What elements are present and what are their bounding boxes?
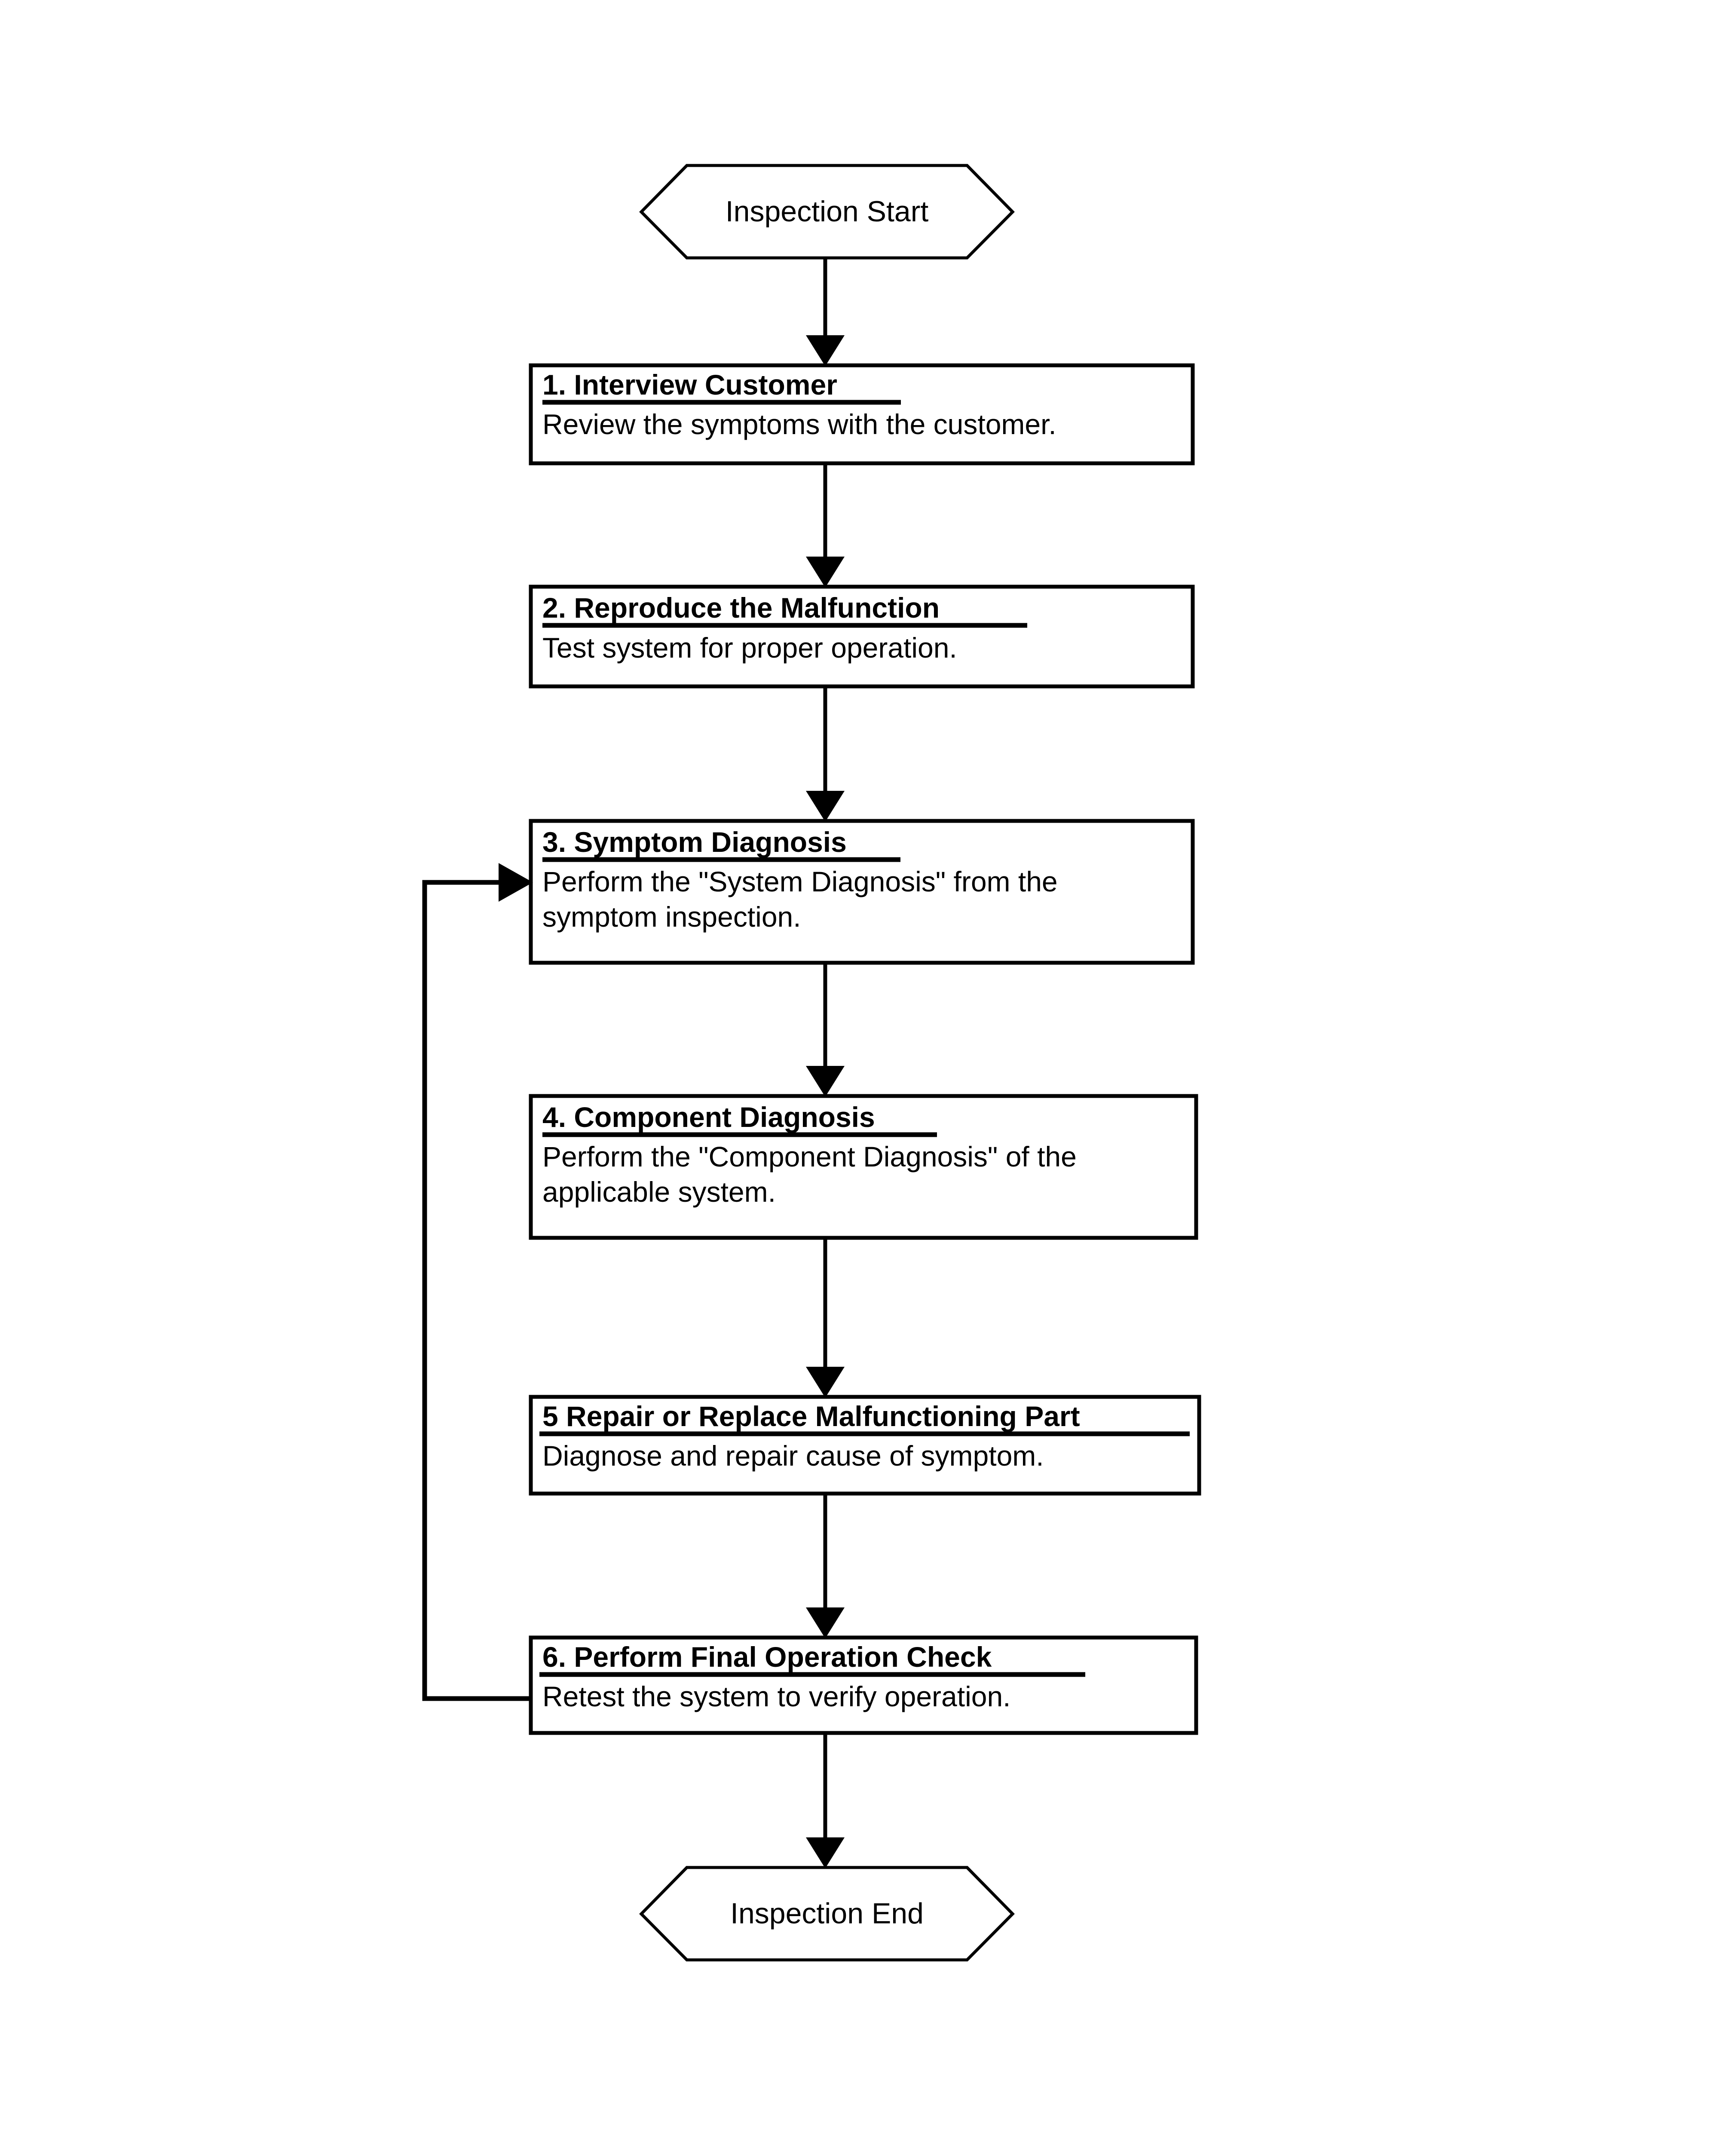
process-box-step-1: 1. Interview Customer Review the symptom…: [529, 363, 1195, 465]
connector-step-6-to-end: [806, 1733, 845, 1868]
process-box-body-line: Perform the "Component Diagnosis" of the: [542, 1141, 1077, 1172]
process-box-body-line: Retest the system to verify operation.: [542, 1681, 1010, 1712]
arrow-head-down-icon: [806, 1837, 845, 1868]
arrow-head-down-icon: [806, 1367, 845, 1398]
arrow-head-down-icon: [806, 557, 845, 588]
arrow-head-down-icon: [806, 1607, 845, 1638]
process-box-title: 1. Interview Customer: [542, 369, 837, 401]
process-box-shape: [529, 1635, 1198, 1735]
process-box-step-4: 4. Component Diagnosis Perform the "Comp…: [529, 1094, 1198, 1240]
process-box-shape: [529, 819, 1195, 965]
connector-step-1-to-step-2: [806, 463, 845, 588]
process-box-body-line: Review the symptoms with the customer.: [542, 408, 1056, 440]
process-box-body-line: Diagnose and repair cause of symptom.: [542, 1440, 1044, 1472]
connector-step-2-to-step-3: [806, 686, 845, 822]
connector-step-3-to-step-4: [806, 963, 845, 1097]
process-box-step-3: 3. Symptom Diagnosis Perform the "System…: [529, 819, 1195, 965]
arrow-head-down-icon: [806, 1066, 845, 1097]
feedback-loop-path: [422, 880, 531, 1701]
process-box-shape: [529, 1094, 1198, 1240]
start-terminator-label: Inspection Start: [726, 195, 929, 228]
connector-start-to-step-1: [806, 258, 845, 366]
connector-feedback-loop: [422, 863, 533, 1701]
connector-step-4-to-step-5: [806, 1238, 845, 1398]
start-terminator-shape: [639, 164, 1015, 260]
process-box-step-2: 2. Reproduce the Malfunction Test system…: [529, 585, 1195, 689]
process-box-title: 6. Perform Final Operation Check: [542, 1641, 992, 1673]
arrow-head-down-icon: [806, 335, 845, 366]
arrow-head-down-icon: [806, 791, 845, 822]
process-box-title: 5 Repair or Replace Malfunctioning Part: [542, 1400, 1080, 1432]
arrow-head-right-icon: [499, 863, 533, 902]
process-box-step-5: 5 Repair or Replace Malfunctioning Part …: [529, 1395, 1201, 1496]
process-box-step-6: 6. Perform Final Operation Check Retest …: [529, 1635, 1198, 1735]
connector-step-5-to-step-6: [806, 1494, 845, 1638]
process-box-title: 3. Symptom Diagnosis: [542, 826, 847, 858]
process-box-body-line: Perform the "System Diagnosis" from the: [542, 866, 1058, 897]
process-box-title: 4. Component Diagnosis: [542, 1101, 875, 1133]
process-box-shape: [529, 585, 1195, 689]
process-box-title: 2. Reproduce the Malfunction: [542, 592, 940, 624]
end-terminator-shape: [639, 1866, 1015, 1962]
start-terminator: Inspection Start: [639, 164, 1015, 260]
end-terminator: Inspection End: [639, 1866, 1015, 1962]
process-box-body-line: Test system for proper operation.: [542, 632, 957, 664]
process-box-body-line: applicable system.: [542, 1176, 776, 1208]
process-box-shape: [529, 363, 1195, 465]
process-box-shape: [529, 1395, 1201, 1496]
end-terminator-label: Inspection End: [730, 1897, 924, 1930]
process-box-body-line: symptom inspection.: [542, 901, 801, 933]
